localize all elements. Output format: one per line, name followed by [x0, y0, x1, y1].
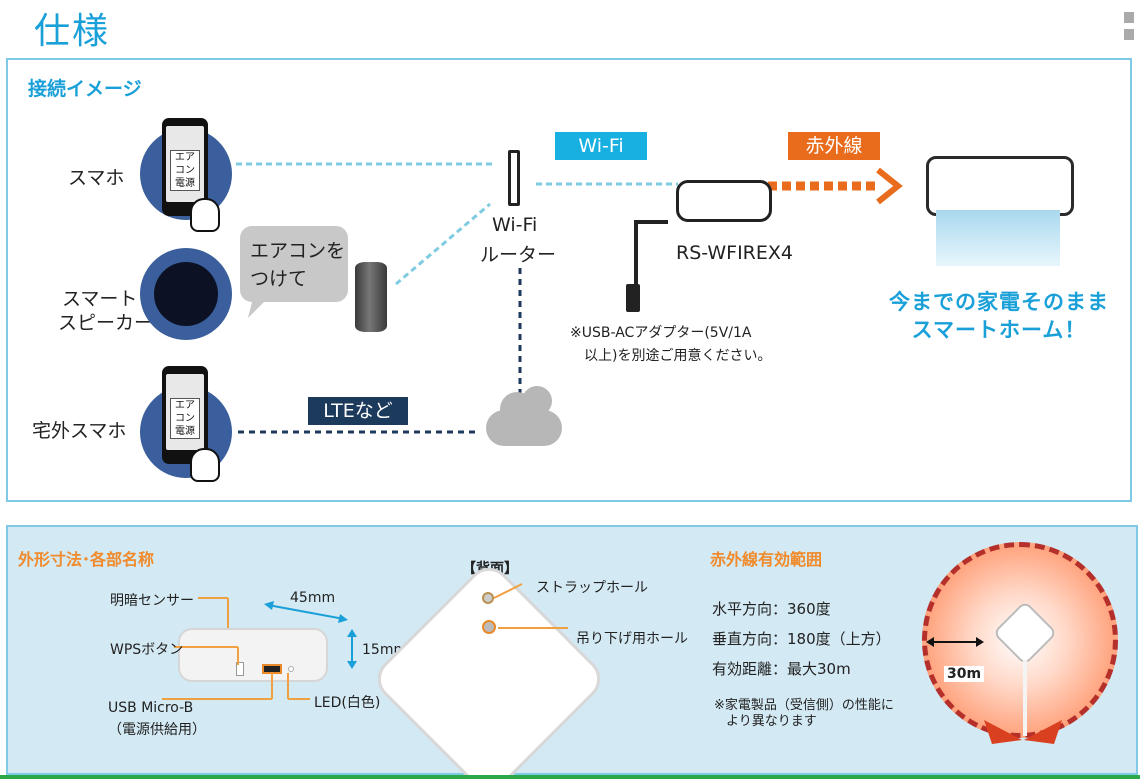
- slogan-line2: スマートホーム！: [911, 318, 1087, 342]
- wps-button-graphic: [236, 662, 244, 676]
- outdoor-phone-icon: エアコン電源: [162, 366, 208, 464]
- width-dimension: 45mm: [290, 590, 336, 606]
- router-label-line2: ルーター: [480, 244, 557, 266]
- rs-wfirex4-device-icon: [676, 180, 772, 222]
- led-graphic: [288, 666, 294, 672]
- max-distance: 有効距離：最大30m: [712, 660, 851, 678]
- assistant-face-icon: [154, 262, 218, 326]
- wifi-tag: Wi-Fi: [555, 132, 647, 160]
- lte-tag: LTEなど: [308, 397, 408, 425]
- usb-plug-icon: [626, 284, 640, 312]
- router-label-line1: Wi-Fi: [492, 214, 538, 236]
- smartphone-label: スマホ: [68, 167, 125, 189]
- smart-speaker-label-line1: スマート: [62, 288, 138, 310]
- cloud-icon: [486, 386, 562, 446]
- range-note-line2: より異なります: [726, 714, 817, 729]
- speech-bubble-tail: [248, 294, 272, 318]
- wps-button-label: WPSボタン: [110, 642, 184, 658]
- speech-bubble: [240, 226, 348, 302]
- dimension-callouts: [162, 597, 357, 700]
- adapter-note-line1: ※USB-ACアダプター(5V/1A: [570, 325, 752, 341]
- hanging-hole-label: 吊り下げ用ホール: [576, 631, 688, 647]
- infrared-arrowhead: [876, 167, 903, 205]
- usb-cable: [634, 220, 668, 286]
- outdoor-phone-label: 宅外スマホ: [32, 420, 127, 442]
- adapter-note-line2: 以上)を別途ご用意ください。: [584, 348, 772, 364]
- device-name-label: RS-WFIREX4: [676, 242, 793, 264]
- speaker-assistant-circle: [140, 248, 232, 340]
- smart-speaker-icon: [355, 262, 387, 332]
- infrared-tag: 赤外線: [788, 132, 880, 160]
- outdoor-hand-icon: [190, 448, 220, 482]
- range-device-cable: [1023, 660, 1027, 736]
- strap-hole-graphic: [482, 592, 494, 604]
- vertical-range: 垂直方向：180度（上方）: [712, 630, 891, 648]
- range-arrows: [926, 637, 1062, 744]
- led-label: LED(白色): [314, 695, 381, 711]
- ir-range-heading: 赤外線有効範囲: [710, 550, 823, 569]
- hand-icon: [190, 198, 220, 232]
- horizontal-range: 水平方向：360度: [712, 600, 831, 618]
- range-note-line1: ※家電製品（受信側）の性能に: [714, 698, 894, 713]
- dimensions-heading: 外形寸法･各部名称: [18, 550, 155, 569]
- light-sensor-label: 明暗センサー: [110, 593, 194, 609]
- speech-bubble-line1: エアコンを: [250, 240, 346, 262]
- smart-speaker-label-line2: スピーカー: [58, 312, 154, 334]
- slogan-line1: 今までの家電そのまま: [889, 290, 1109, 314]
- back-callouts: [493, 583, 568, 629]
- outdoor-phone-screen-label: エアコン電源: [170, 398, 200, 439]
- airflow-graphic: [936, 210, 1060, 266]
- ir-range-circle: [922, 542, 1118, 738]
- strap-hole-label: ストラップホール: [536, 580, 648, 596]
- corner-decoration: [1124, 12, 1134, 42]
- page-title: 仕様: [34, 11, 111, 52]
- hanging-hole-graphic: [482, 620, 496, 634]
- bottom-rule: [0, 775, 1140, 779]
- speaker-link: [395, 202, 491, 286]
- usb-label-line2: （電源供給用）: [108, 722, 206, 738]
- device-front-view: [178, 628, 328, 682]
- smartphone-icon: エアコン電源: [162, 118, 208, 216]
- phone-screen-label: エアコン電源: [170, 150, 200, 191]
- connection-heading: 接続イメージ: [28, 78, 142, 100]
- radius-label: 30m: [944, 666, 985, 682]
- air-conditioner-icon: [926, 156, 1074, 216]
- router-icon: [508, 150, 520, 206]
- usb-label-line1: USB Micro-B: [108, 700, 194, 716]
- speech-bubble-line2: つけて: [250, 268, 308, 290]
